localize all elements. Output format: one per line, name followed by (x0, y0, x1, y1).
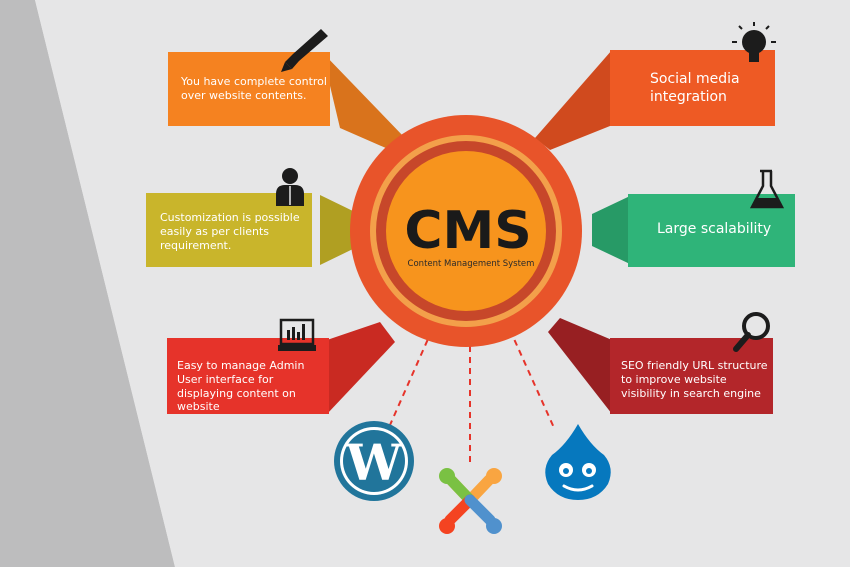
center-fill (386, 151, 546, 311)
box-top-right-label: Social media integration (650, 71, 740, 105)
box-mid-left-label: Customization is possible easily as per … (160, 211, 300, 252)
center-title: CMS (404, 201, 531, 261)
pencil-icon (281, 29, 328, 72)
dash-line-drupal (509, 329, 556, 431)
flask-icon (749, 169, 785, 209)
connector-top-right (535, 50, 612, 150)
connector-mid-left (320, 195, 355, 265)
box-bottom-right-label: SEO friendly URL structure to improve we… (621, 359, 768, 400)
svg-text:W: W (345, 433, 403, 492)
box-bottom-right (610, 338, 773, 414)
box-mid-right-label: Large scalability (657, 221, 772, 237)
left-gray-panel (0, 0, 175, 567)
box-top-left (168, 52, 330, 126)
lightbulb-icon (732, 22, 776, 62)
connector-bottom-right (548, 318, 612, 414)
monitor-chart-icon (278, 318, 316, 351)
wordpress-logo: W (334, 421, 414, 501)
box-top-right (610, 50, 775, 126)
magnifier-icon (733, 312, 770, 352)
center-subtitle: Content Management System (408, 259, 535, 269)
connector-top-left (322, 52, 405, 152)
box-top-left-label: You have complete control over website c… (181, 75, 327, 102)
connector-bottom-left (327, 322, 395, 414)
connector-mid-right (592, 196, 630, 264)
user-icon (276, 168, 304, 206)
drupal-logo (545, 424, 611, 500)
joomla-logo (439, 468, 502, 534)
box-bottom-left-label: Easy to manage Admin User interface for … (177, 359, 305, 414)
